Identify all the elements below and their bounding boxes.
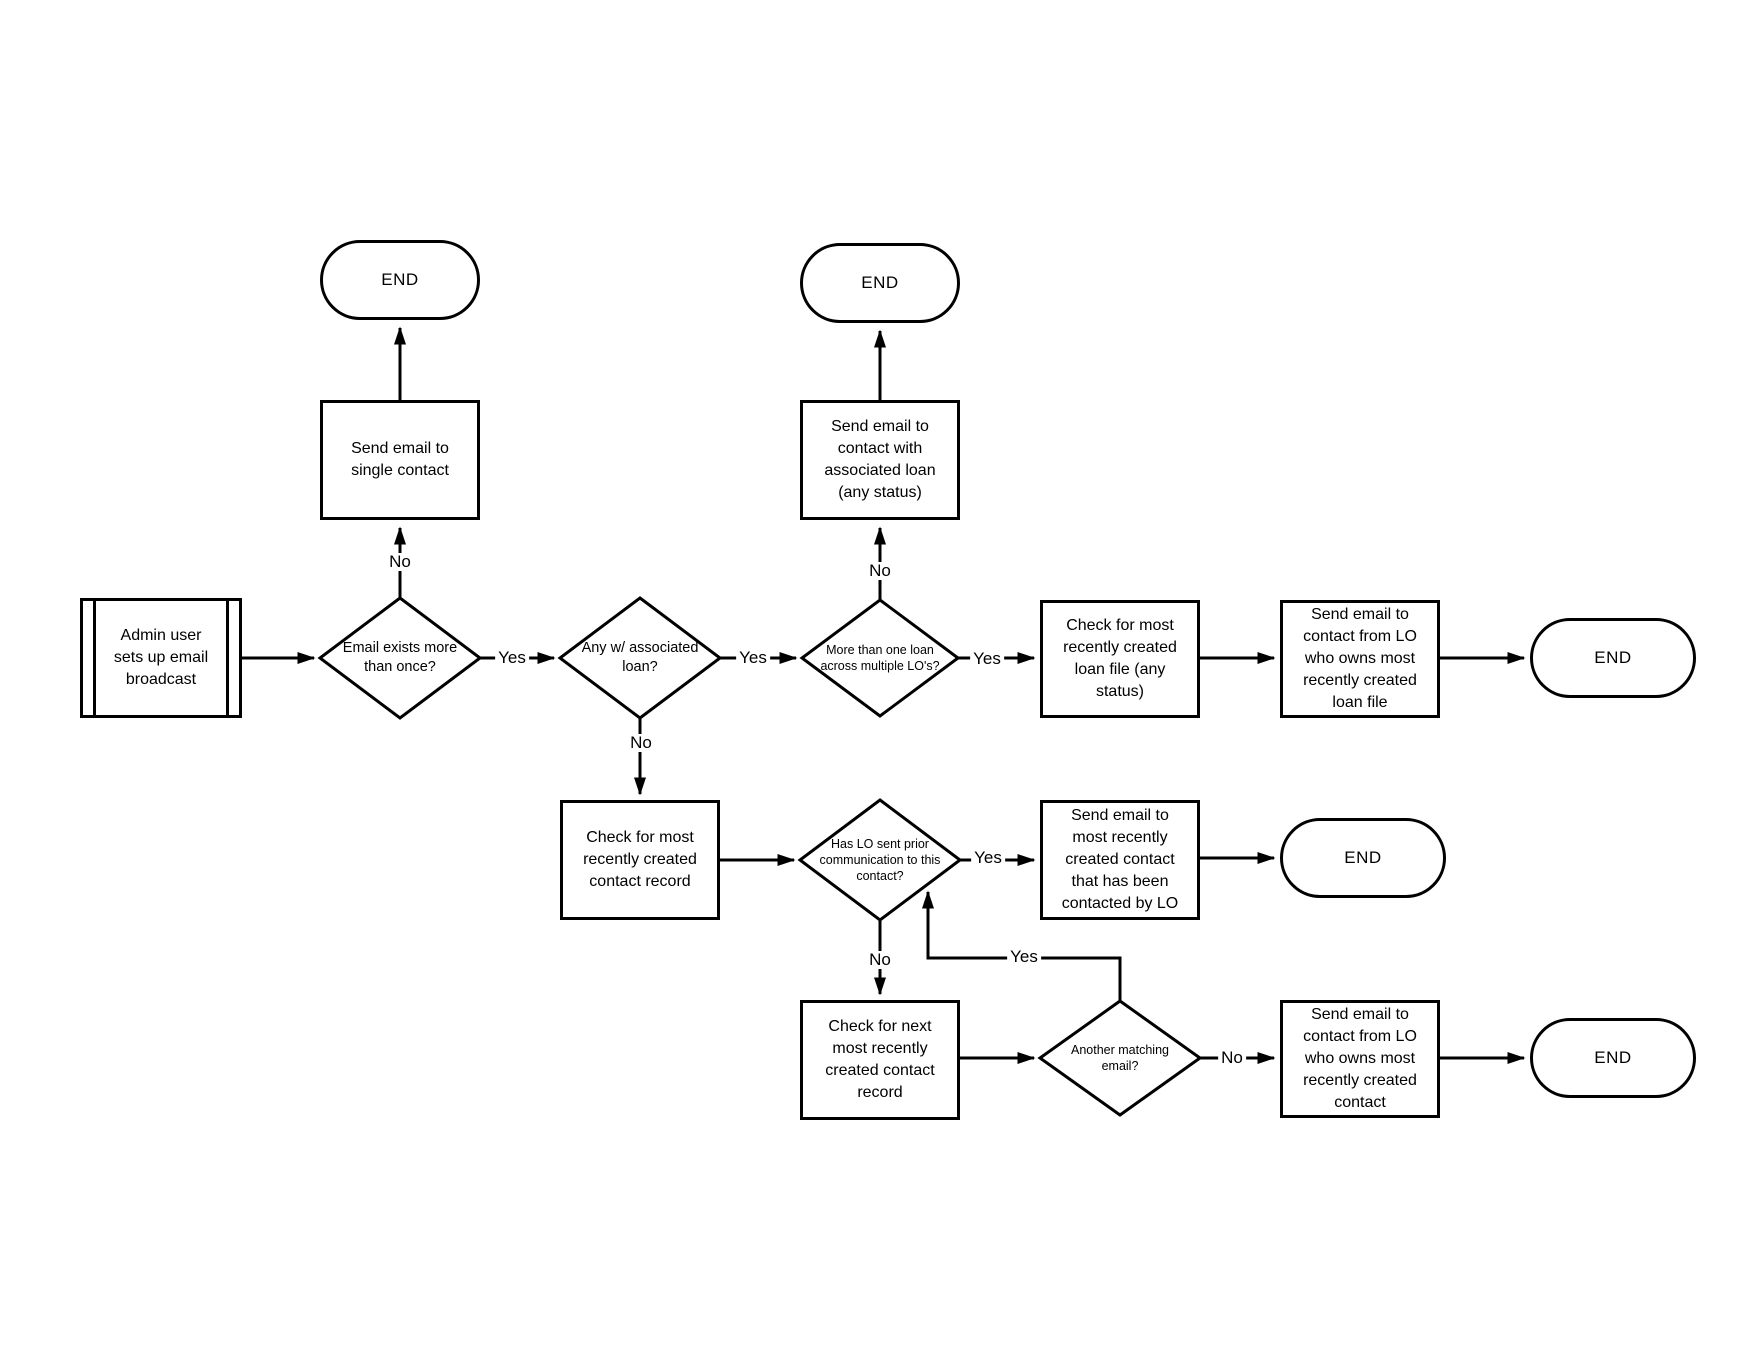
node-end-top-mid: END (800, 243, 960, 323)
predefined-process-bar-right (226, 601, 229, 715)
node-check-next: Check for next most recently created con… (800, 1000, 960, 1120)
node-send-assoc-label: Send email to contact with associated lo… (824, 418, 936, 501)
node-check-contact: Check for most recently created contact … (560, 800, 720, 920)
node-another-email-label: Another matching email? (1071, 1043, 1169, 1073)
edge-label-another-email-no: No (1218, 1049, 1246, 1067)
node-send-lo-loan: Send email to contact from LO who owns m… (1280, 600, 1440, 718)
edge-label-prior-comm-no: No (866, 951, 894, 969)
node-send-single-label: Send email to single contact (351, 440, 449, 479)
node-start: Admin user sets up email broadcast (80, 598, 242, 718)
edge-label-email-exists-yes: Yes (495, 649, 529, 667)
node-send-recent-label: Send email to most recently created cont… (1061, 807, 1179, 912)
edge-label-any-assoc-loan-yes: Yes (736, 649, 770, 667)
edge-label-prior-comm-yes: Yes (971, 849, 1005, 867)
node-prior-comm-label: Has LO sent prior communication to this … (819, 837, 941, 883)
node-end-row3: END (1530, 1018, 1696, 1098)
node-send-recent: Send email to most recently created cont… (1040, 800, 1200, 920)
predefined-process-bar-left (93, 601, 96, 715)
node-email-exists-label: Email exists more than once? (342, 640, 458, 675)
node-end-row3-label: END (1594, 1048, 1632, 1067)
decision-email-exists-shape (317, 596, 483, 720)
edge-label-email-exists-no: No (386, 553, 414, 571)
edge-label-multi-lo-no: No (866, 562, 894, 580)
node-start-label: Admin user sets up email broadcast (113, 627, 209, 688)
node-end-top-left: END (320, 240, 480, 320)
node-end-top-left-label: END (381, 270, 419, 289)
node-send-lo-loan-label: Send email to contact from LO who owns m… (1303, 606, 1417, 711)
edge-label-another-email-yes: Yes (1007, 948, 1041, 966)
node-end-row1-label: END (1594, 648, 1632, 667)
node-end-row1: END (1530, 618, 1696, 698)
decision-multi-lo-shape (799, 598, 961, 718)
node-end-row2-label: END (1344, 848, 1382, 867)
decision-another-email-shape (1037, 999, 1203, 1117)
node-send-single: Send email to single contact (320, 400, 480, 520)
node-any-assoc-loan-label: Any w/ associated loan? (581, 640, 699, 675)
node-send-lo-contact: Send email to contact from LO who owns m… (1280, 1000, 1440, 1118)
node-check-loan-label: Check for most recently created loan fil… (1063, 617, 1177, 700)
node-check-contact-label: Check for most recently created contact … (583, 829, 697, 890)
node-check-next-label: Check for next most recently created con… (825, 1018, 935, 1101)
node-send-assoc: Send email to contact with associated lo… (800, 400, 960, 520)
node-send-lo-contact-label: Send email to contact from LO who owns m… (1303, 1006, 1417, 1111)
edge-label-any-assoc-loan-no: No (627, 734, 655, 752)
node-end-top-mid-label: END (861, 273, 899, 292)
node-end-row2: END (1280, 818, 1446, 898)
node-check-loan: Check for most recently created loan fil… (1040, 600, 1200, 718)
edge-label-multi-lo-yes: Yes (970, 650, 1004, 668)
node-multi-lo-label: More than one loan across multiple LO's? (820, 643, 940, 673)
